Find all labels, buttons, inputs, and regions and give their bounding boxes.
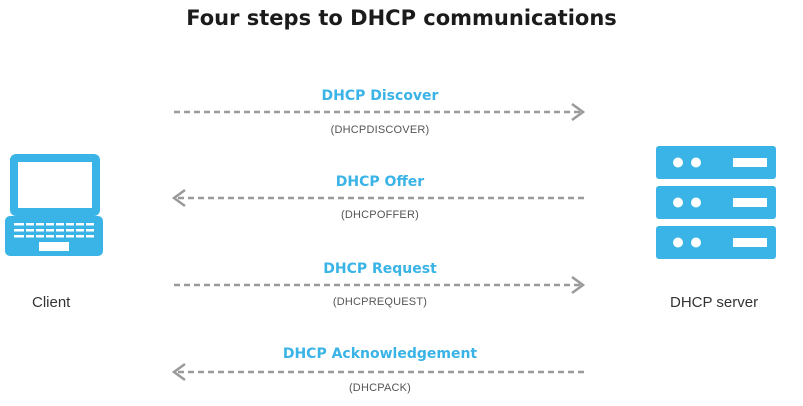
server-icon [656,146,776,270]
step-request-code: (DHCPREQUEST) [332,296,428,308]
step-request-label: DHCP Request [323,261,437,277]
arrow-right-icon [174,102,586,122]
client-label: Client [32,294,71,311]
step-acknowledgement-code: (DHCPACK) [348,382,412,394]
laptop-icon [5,152,103,260]
server-label: DHCP server [670,294,759,311]
arrow-right-icon [174,275,586,295]
step-offer-label: DHCP Offer [335,174,425,190]
step-acknowledgement-label: DHCP Acknowledgement [282,346,478,362]
arrow-left-icon [171,362,586,382]
step-discover-code: (DHCPDISCOVER) [330,124,430,136]
step-discover-label: DHCP Discover [321,88,439,104]
step-offer-code: (DHCPOFFER) [341,209,419,221]
arrow-left-icon [171,188,586,208]
diagram-title: Four steps to DHCP communications [186,6,617,30]
